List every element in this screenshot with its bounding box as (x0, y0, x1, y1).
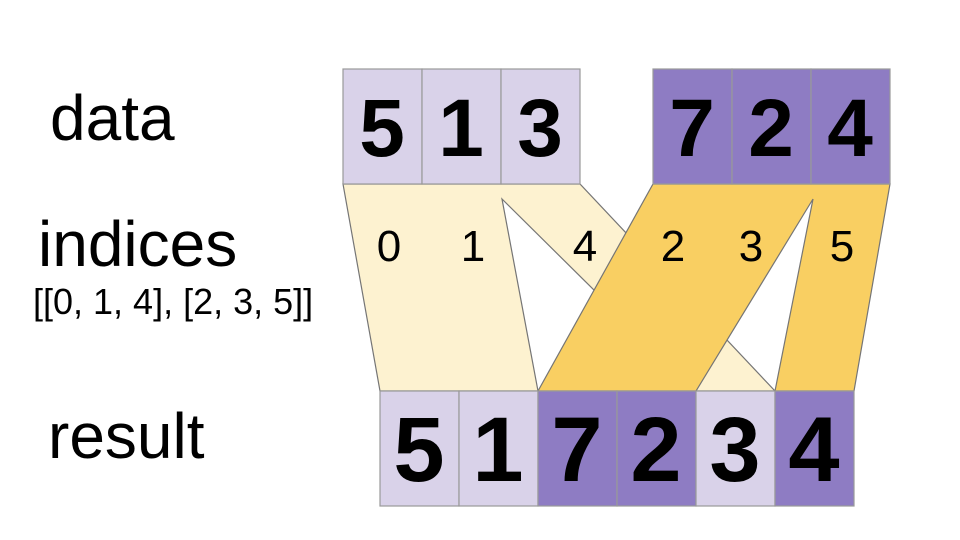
data-label: data (50, 82, 175, 154)
data-cell (500, 68, 581, 185)
index-label: 0 (377, 222, 401, 271)
index-label: 3 (739, 222, 763, 271)
index-label: 4 (573, 222, 597, 271)
result-cell (458, 390, 539, 507)
data-cell-value: 5 (359, 83, 405, 174)
data-cell (810, 68, 891, 185)
result-cell-value: 1 (472, 399, 523, 501)
result-cell-value: 4 (788, 399, 839, 501)
result-label: result (48, 400, 205, 472)
result-row: 5 1 7 2 3 4 (379, 390, 855, 507)
result-cell (774, 390, 855, 507)
index-labels: 0 1 4 2 3 5 (377, 222, 854, 271)
row-labels: data indices [[0, 1, 4], [2, 3, 5]] resu… (33, 82, 313, 472)
result-cell-value: 3 (709, 399, 760, 501)
index-label: 2 (661, 222, 685, 271)
data-array-0: 5 1 3 (342, 68, 581, 185)
data-cell-value: 7 (669, 83, 715, 174)
data-cell-value: 1 (438, 83, 484, 174)
result-cell (379, 390, 460, 507)
data-cell-value: 2 (748, 83, 794, 174)
data-cell (421, 68, 502, 185)
index-label: 5 (830, 222, 854, 271)
data-cell-value: 3 (517, 83, 563, 174)
data-array-1: 7 2 4 (652, 68, 891, 185)
result-cell (695, 390, 776, 507)
index-label: 1 (461, 222, 485, 271)
data-cell (731, 68, 812, 185)
indices-value-label: [[0, 1, 4], [2, 3, 5]] (33, 281, 313, 322)
result-cell (616, 390, 697, 507)
gather-ribbons (342, 183, 891, 392)
result-cell (537, 390, 618, 507)
result-cell-value: 7 (551, 399, 602, 501)
result-cell-value: 2 (630, 399, 681, 501)
indices-label: indices (38, 208, 237, 280)
data-cell-value: 4 (827, 83, 873, 174)
data-cell (652, 68, 733, 185)
result-cell-value: 5 (393, 399, 444, 501)
